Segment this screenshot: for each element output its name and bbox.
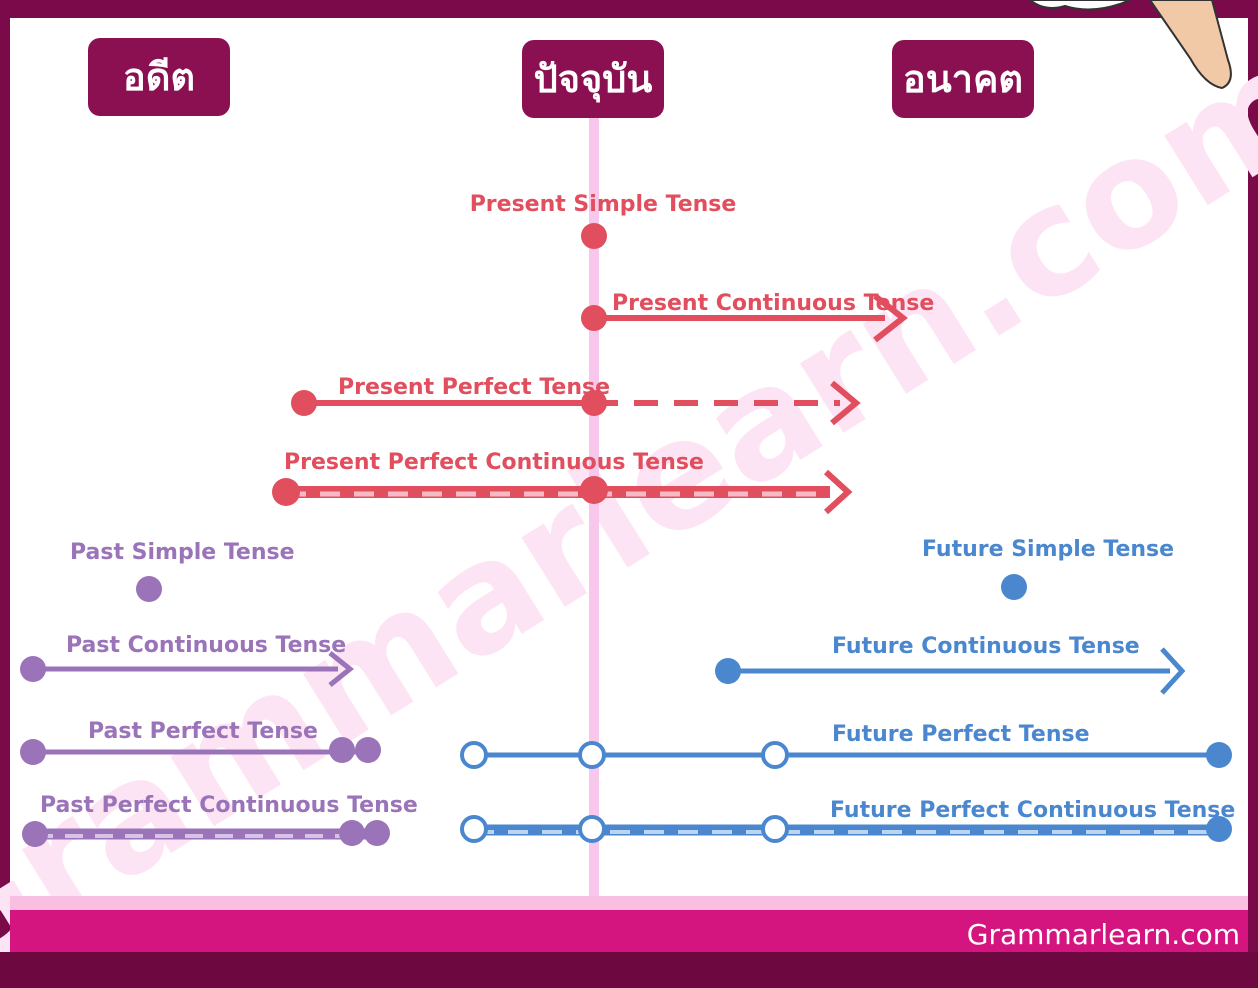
label-present-perfect: Present Perfect Tense	[338, 375, 610, 400]
header-present-box	[522, 40, 664, 118]
dot-past-perfect-event2	[355, 737, 381, 763]
pointing-hand-icon	[1028, 0, 1232, 90]
timeline-past-continuous: Past Continuous Tense	[20, 633, 355, 687]
label-past-simple: Past Simple Tense	[70, 540, 295, 565]
ring-fpc-2	[578, 815, 606, 843]
timeline-present-continuous: Present Continuous Tense	[581, 291, 934, 343]
timeline-future-continuous: Future Continuous Tense	[715, 634, 1186, 695]
dot-past-simple	[136, 576, 162, 602]
dot-past-perfect-start	[20, 739, 46, 765]
label-future-simple: Future Simple Tense	[922, 537, 1174, 562]
header-future-box	[892, 40, 1034, 118]
dot-ppastc-event1	[339, 820, 365, 846]
footer-site-label: Grammarlearn.com	[967, 918, 1240, 951]
header-future-label: อนาคต	[903, 57, 1023, 101]
header-past: อดีต	[88, 38, 230, 116]
dot-ppc-now	[580, 476, 608, 504]
dot-ppc-start	[272, 478, 300, 506]
ring-future-perfect-1	[460, 741, 488, 769]
dot-present-continuous	[581, 305, 607, 331]
dot-past-continuous-start	[20, 656, 46, 682]
arrow-present-continuous	[873, 293, 908, 343]
header-present-label: ปัจจุบัน	[534, 57, 653, 103]
ring-future-perfect-3	[761, 741, 789, 769]
timeline-future-perfect-continuous: Future Perfect Continuous Tense	[460, 798, 1235, 843]
label-past-continuous: Past Continuous Tense	[66, 633, 346, 658]
arrow-ppc	[823, 469, 853, 515]
label-present-perfect-continuous: Present Perfect Continuous Tense	[284, 450, 704, 475]
dot-present-perfect-start	[291, 390, 317, 416]
ring-future-perfect-2	[578, 741, 606, 769]
ring-fpc-3	[761, 815, 789, 843]
timeline-past-perfect: Past Perfect Tense	[20, 719, 381, 765]
ring-fpc-1	[460, 815, 488, 843]
label-past-perfect: Past Perfect Tense	[88, 719, 318, 744]
timeline-present-perfect-continuous: Present Perfect Continuous Tense	[272, 450, 853, 515]
header-present: ปัจจุบัน	[522, 40, 664, 118]
header-past-box	[88, 38, 230, 116]
dot-future-continuous-start	[715, 658, 741, 684]
header-past-label: อดีต	[123, 55, 195, 99]
header-future: อนาคต	[892, 40, 1034, 118]
dot-present-simple	[581, 223, 607, 249]
timeline-past-perfect-continuous: Past Perfect Continuous Tense	[22, 793, 418, 847]
label-future-perfect-continuous: Future Perfect Continuous Tense	[830, 798, 1235, 823]
dot-ppastc-event2	[364, 820, 390, 846]
dot-ppastc-start	[22, 821, 48, 847]
dot-future-simple	[1001, 574, 1027, 600]
label-past-perfect-continuous: Past Perfect Continuous Tense	[40, 793, 418, 818]
footer-base	[0, 952, 1258, 988]
arrow-present-perfect	[830, 380, 861, 426]
label-future-perfect: Future Perfect Tense	[832, 722, 1090, 747]
timeline-future-perfect: Future Perfect Tense	[460, 722, 1232, 769]
footer-light-band	[10, 896, 1248, 910]
label-future-continuous: Future Continuous Tense	[832, 634, 1140, 659]
timeline-present-perfect: Present Perfect Tense	[291, 375, 861, 426]
arrow-future-continuous	[1160, 647, 1186, 695]
footer-band	[10, 910, 1248, 952]
label-present-simple: Present Simple Tense	[470, 192, 737, 217]
dot-fpc-end	[1206, 816, 1232, 842]
dot-future-perfect-end	[1206, 742, 1232, 768]
dot-present-perfect-now	[581, 390, 607, 416]
dot-past-perfect-event1	[329, 737, 355, 763]
arrow-past-continuous	[328, 651, 355, 687]
